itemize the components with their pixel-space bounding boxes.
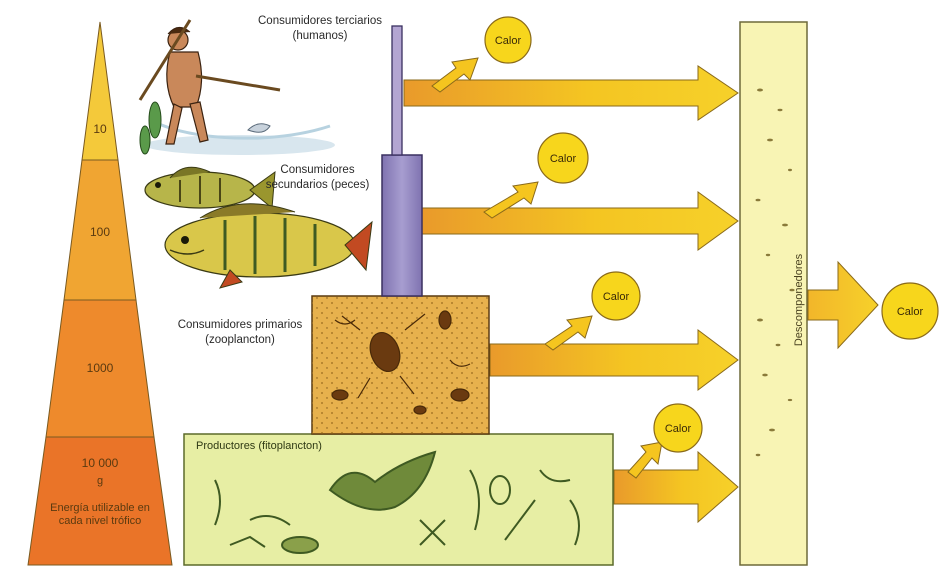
heat-label-4: Calor	[665, 423, 692, 435]
pyramid-level-10: 10	[93, 122, 107, 136]
heat-label-5: Calor	[897, 306, 924, 318]
heat-label-3: Calor	[603, 291, 630, 303]
heat-circle-2: Calor	[538, 133, 588, 183]
energy-arrow-primary	[490, 330, 738, 390]
pyramid-level-10000: 10 000	[82, 456, 119, 470]
primary-consumers-label: Consumidores primarios (zooplancton)	[174, 318, 306, 348]
secondary-consumers-label: Consumidores secundarios (peces)	[250, 163, 385, 193]
pyramid-tier-top	[82, 22, 118, 160]
energy-arrow-producers	[614, 452, 738, 522]
heat-label-1: Calor	[495, 35, 522, 47]
tertiary-consumers-label: Consumidores terciarios (humanos)	[250, 14, 390, 44]
pyramid-level-100: 100	[90, 225, 110, 239]
producers-label: Productores (fitoplancton)	[196, 440, 356, 453]
pyramid-level-1000: 1000	[87, 361, 114, 375]
heat-circle-1: Calor	[485, 17, 531, 63]
fish-column	[382, 155, 422, 296]
pyramid-caption: Energía utilizable en cada nivel trófico	[44, 502, 156, 528]
heat-label-2: Calor	[550, 153, 577, 165]
producers-box: Productores (fitoplancton)	[184, 434, 613, 565]
heat-circle-3: Calor	[592, 272, 640, 320]
heat-circle-5: Calor	[882, 283, 938, 339]
energy-arrow-decomposers	[808, 262, 878, 348]
heat-circle-4: Calor	[654, 404, 702, 452]
decomposers-bar: Descomponedores	[740, 22, 807, 565]
human-column	[392, 26, 402, 155]
energy-arrow-secondary	[422, 192, 738, 250]
pyramid-unit: g	[97, 475, 103, 487]
energy-pyramid: 10 100 1000 10 000 g Energía utilizable …	[28, 22, 172, 565]
decomposers-label: Descomponedores	[793, 253, 805, 346]
zooplankton-box	[312, 296, 489, 434]
